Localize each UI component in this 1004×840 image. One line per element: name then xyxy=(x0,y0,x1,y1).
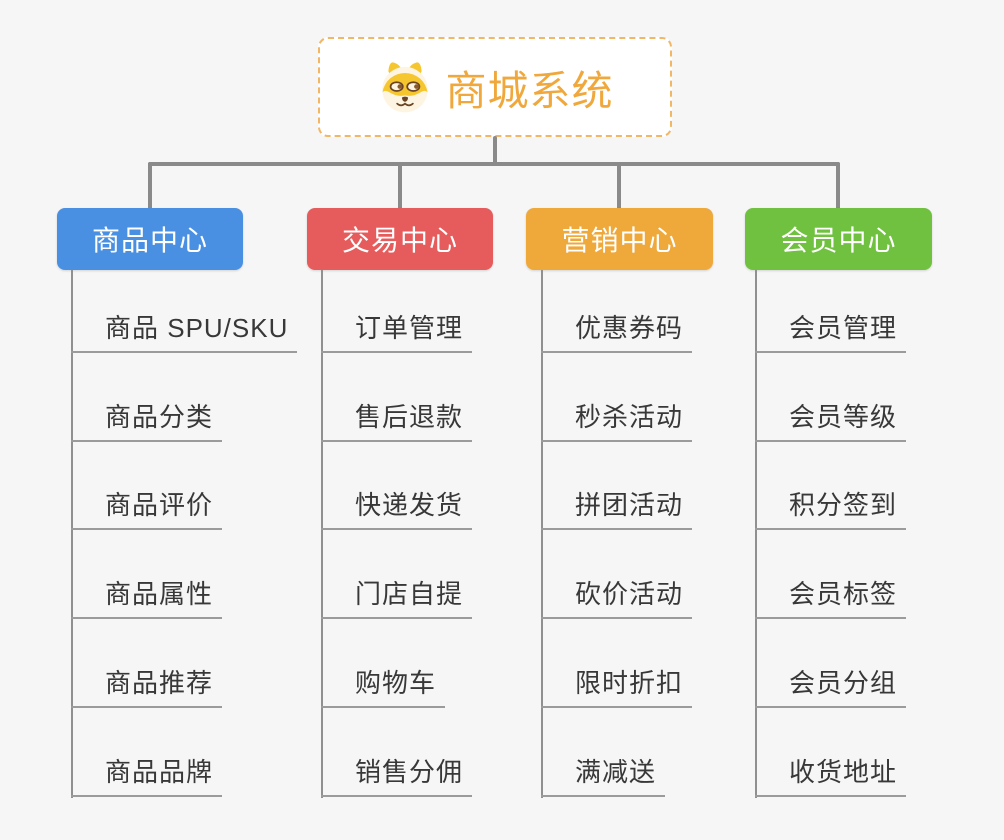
child-node[interactable]: 销售分佣 xyxy=(321,708,473,797)
child-node[interactable]: 限时折扣 xyxy=(541,619,693,708)
child-node[interactable]: 商品品牌 xyxy=(71,708,223,797)
child-node[interactable]: 订单管理 xyxy=(321,264,473,353)
children-marketing-center: 优惠券码 秒杀活动 拼团活动 砍价活动 限时折扣 满减送 xyxy=(541,264,693,797)
connector-drop-line xyxy=(148,162,152,210)
child-node[interactable]: 拼团活动 xyxy=(541,442,693,531)
child-node[interactable]: 秒杀活动 xyxy=(541,353,693,442)
connector-drop-line xyxy=(398,162,402,210)
branch-node-trade-center[interactable]: 交易中心 xyxy=(307,208,493,270)
connector-drop-line xyxy=(617,162,621,210)
child-node[interactable]: 商品属性 xyxy=(71,530,223,620)
child-node[interactable]: 收货地址 xyxy=(755,708,907,797)
child-node[interactable]: 商品 SPU/SKU xyxy=(71,264,298,353)
connector-drop-line xyxy=(836,162,840,210)
column-connector-line xyxy=(755,270,757,798)
child-node[interactable]: 商品评价 xyxy=(71,442,223,531)
root-title: 商城系统 xyxy=(445,68,614,114)
child-node[interactable]: 积分签到 xyxy=(755,442,907,531)
column-connector-line xyxy=(541,270,543,798)
child-node[interactable]: 满减送 xyxy=(541,708,666,797)
branch-node-member-center[interactable]: 会员中心 xyxy=(745,208,932,270)
root-connector-line xyxy=(493,136,497,165)
child-node[interactable]: 门店自提 xyxy=(321,530,473,620)
children-member-center: 会员管理 会员等级 积分签到 会员标签 会员分组 收货地址 xyxy=(755,264,907,797)
child-node[interactable]: 商品分类 xyxy=(71,353,223,442)
branch-node-marketing-center[interactable]: 营销中心 xyxy=(526,208,713,270)
root-node-mall-system[interactable]: 商城系统 xyxy=(318,37,672,137)
branch-node-product-center[interactable]: 商品中心 xyxy=(57,208,243,270)
children-product-center: 商品 SPU/SKU 商品分类 商品评价 商品属性 商品推荐 商品品牌 xyxy=(71,264,298,797)
column-connector-line xyxy=(321,270,323,798)
child-node[interactable]: 会员等级 xyxy=(755,353,907,442)
child-node[interactable]: 会员管理 xyxy=(755,264,907,353)
child-node[interactable]: 优惠券码 xyxy=(541,264,693,353)
connector-bus-line xyxy=(148,162,840,166)
child-node[interactable]: 售后退款 xyxy=(321,353,473,442)
child-node[interactable]: 砍价活动 xyxy=(541,530,693,620)
dog-face-icon xyxy=(381,62,428,113)
child-node[interactable]: 会员分组 xyxy=(755,619,907,708)
child-node[interactable]: 会员标签 xyxy=(755,530,907,620)
child-node[interactable]: 快递发货 xyxy=(321,442,473,531)
child-node[interactable]: 商品推荐 xyxy=(71,619,223,708)
column-connector-line xyxy=(71,270,73,798)
children-trade-center: 订单管理 售后退款 快递发货 门店自提 购物车 销售分佣 xyxy=(321,264,473,797)
child-node[interactable]: 购物车 xyxy=(321,619,446,708)
